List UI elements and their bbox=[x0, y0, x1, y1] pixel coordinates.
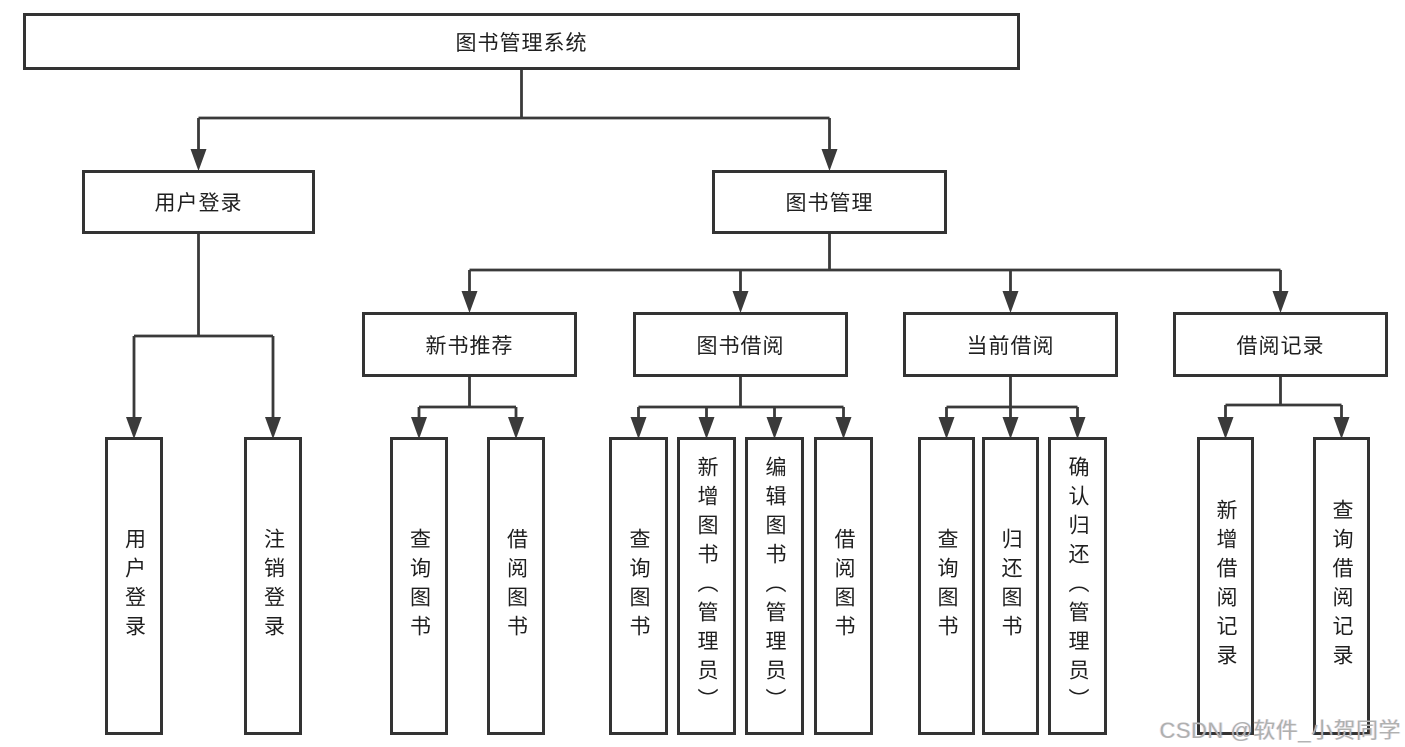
node-user-login: 用户登录 bbox=[82, 170, 315, 234]
node-new-book-recommend: 新书推荐 bbox=[362, 312, 577, 377]
leaf-confirm-return-admin: 确认归还（管理员） bbox=[1048, 437, 1107, 735]
node-book-borrowing-label: 图书借阅 bbox=[696, 334, 785, 358]
node-current-borrowing: 当前借阅 bbox=[903, 312, 1118, 377]
leaf-add-borrow-record-label: 新增借阅记录 bbox=[1214, 499, 1237, 673]
leaf-borrow-books-borrowing: 借阅图书 bbox=[814, 437, 873, 735]
leaf-borrow-books-recommend: 借阅图书 bbox=[487, 437, 545, 735]
node-current-borrowing-label: 当前借阅 bbox=[966, 334, 1055, 358]
leaf-return-books: 归还图书 bbox=[982, 437, 1039, 735]
leaf-borrow-books-borrowing-label: 借阅图书 bbox=[832, 528, 855, 644]
leaf-query-books-current-label: 查询图书 bbox=[935, 528, 958, 644]
leaf-query-books-recommend-label: 查询图书 bbox=[407, 528, 431, 644]
leaf-logout-login-label: 注销登录 bbox=[261, 528, 285, 644]
node-new-book-recommend-label: 新书推荐 bbox=[425, 334, 514, 358]
csdn-watermark: CSDN @软件_小贺同学 bbox=[1159, 718, 1401, 743]
leaf-edit-books-admin: 编辑图书（管理员） bbox=[745, 437, 804, 735]
node-borrowing-records-label: 借阅记录 bbox=[1236, 334, 1325, 358]
leaf-query-borrow-record: 查询借阅记录 bbox=[1313, 437, 1370, 735]
leaf-query-books-borrowing-label: 查询图书 bbox=[627, 528, 650, 644]
node-root-label: 图书管理系统 bbox=[455, 31, 588, 55]
leaf-query-books-recommend: 查询图书 bbox=[390, 437, 448, 735]
leaf-edit-books-admin-label: 编辑图书（管理员） bbox=[763, 455, 786, 717]
leaf-add-books-admin-label: 新增图书（管理员） bbox=[695, 455, 718, 717]
leaf-confirm-return-admin-label: 确认归还（管理员） bbox=[1066, 455, 1089, 717]
leaf-add-books-admin: 新增图书（管理员） bbox=[677, 437, 736, 735]
node-book-management: 图书管理 bbox=[712, 170, 947, 234]
node-root: 图书管理系统 bbox=[23, 13, 1020, 70]
leaf-user-login-label: 用户登录 bbox=[122, 528, 146, 644]
node-book-management-label: 图书管理 bbox=[785, 192, 874, 215]
leaf-query-borrow-record-label: 查询借阅记录 bbox=[1330, 499, 1353, 673]
leaf-query-books-borrowing: 查询图书 bbox=[609, 437, 668, 735]
leaf-logout-login: 注销登录 bbox=[244, 437, 302, 735]
node-borrowing-records: 借阅记录 bbox=[1173, 312, 1388, 377]
leaf-user-login: 用户登录 bbox=[105, 437, 163, 735]
node-book-borrowing: 图书借阅 bbox=[633, 312, 848, 377]
node-user-login-label: 用户登录 bbox=[154, 192, 243, 215]
leaf-borrow-books-recommend-label: 借阅图书 bbox=[504, 528, 528, 644]
leaf-add-borrow-record: 新增借阅记录 bbox=[1197, 437, 1254, 735]
leaf-return-books-label: 归还图书 bbox=[999, 528, 1022, 644]
leaf-query-books-current: 查询图书 bbox=[918, 437, 975, 735]
